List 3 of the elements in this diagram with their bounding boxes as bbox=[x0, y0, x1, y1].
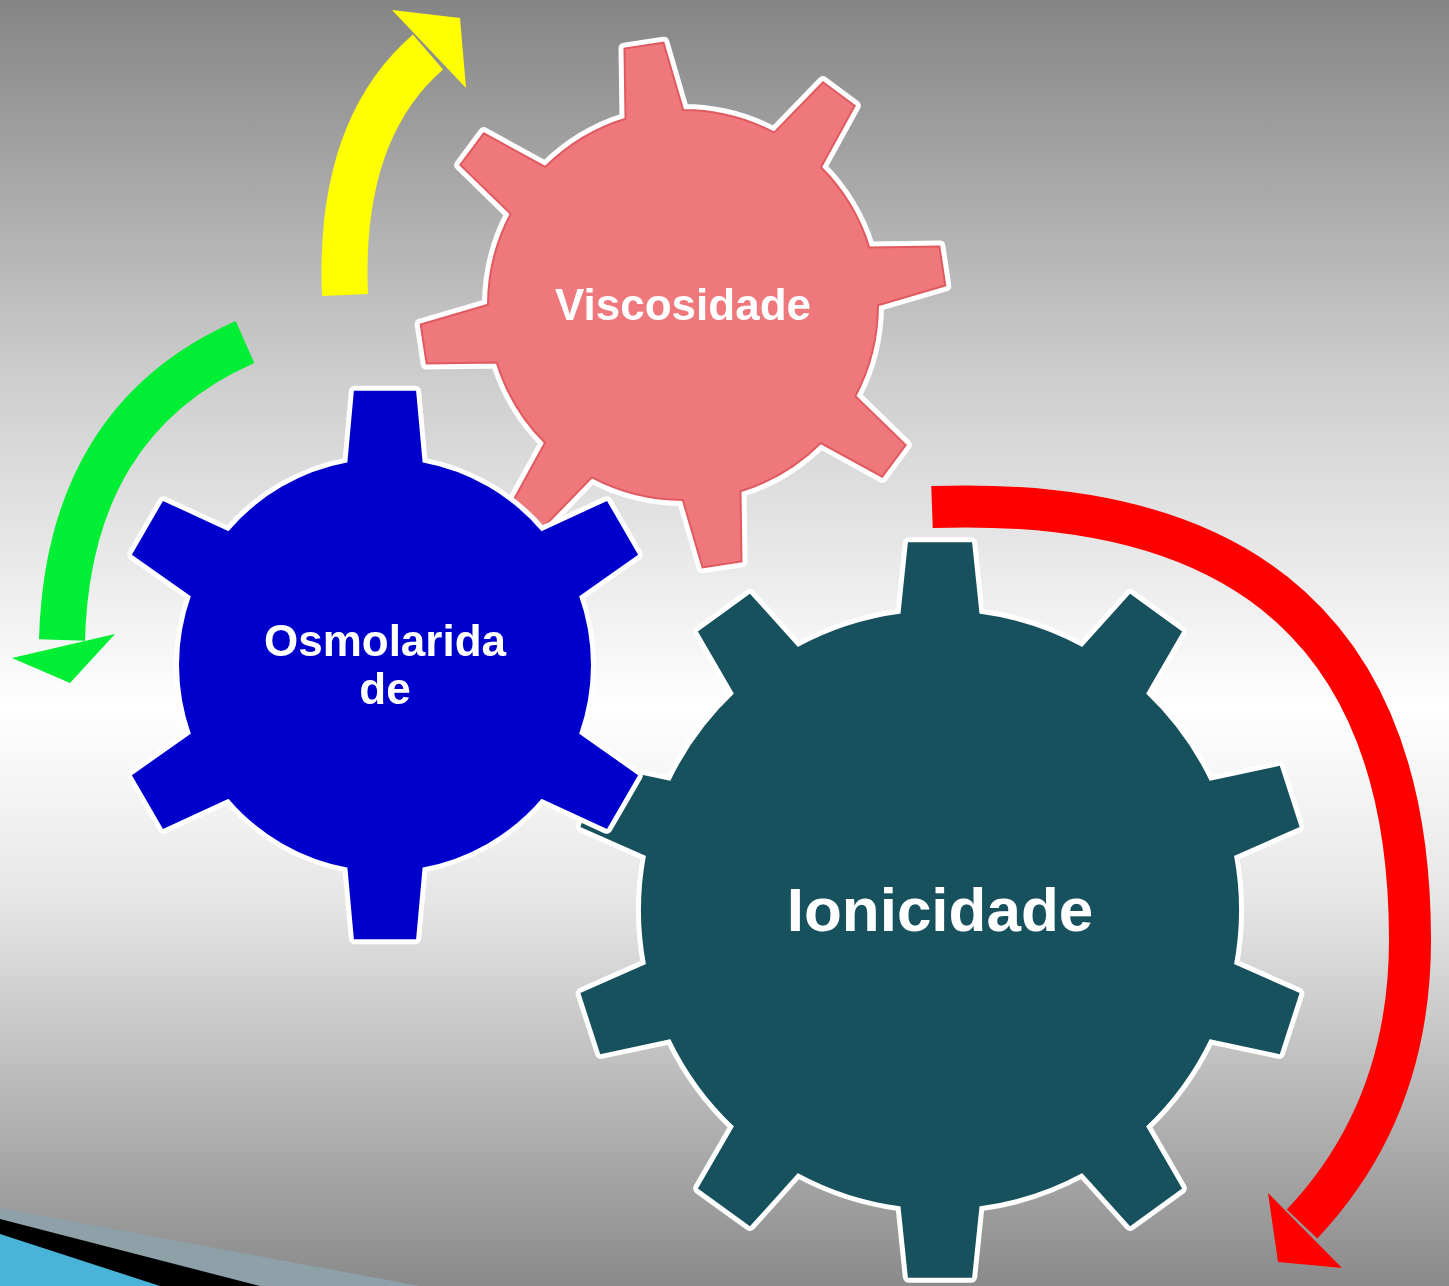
gear-label: Viscosidade bbox=[555, 280, 811, 330]
gear-label: Osmolarida de bbox=[262, 616, 508, 714]
gear-label: Ionicidade bbox=[786, 875, 1094, 945]
